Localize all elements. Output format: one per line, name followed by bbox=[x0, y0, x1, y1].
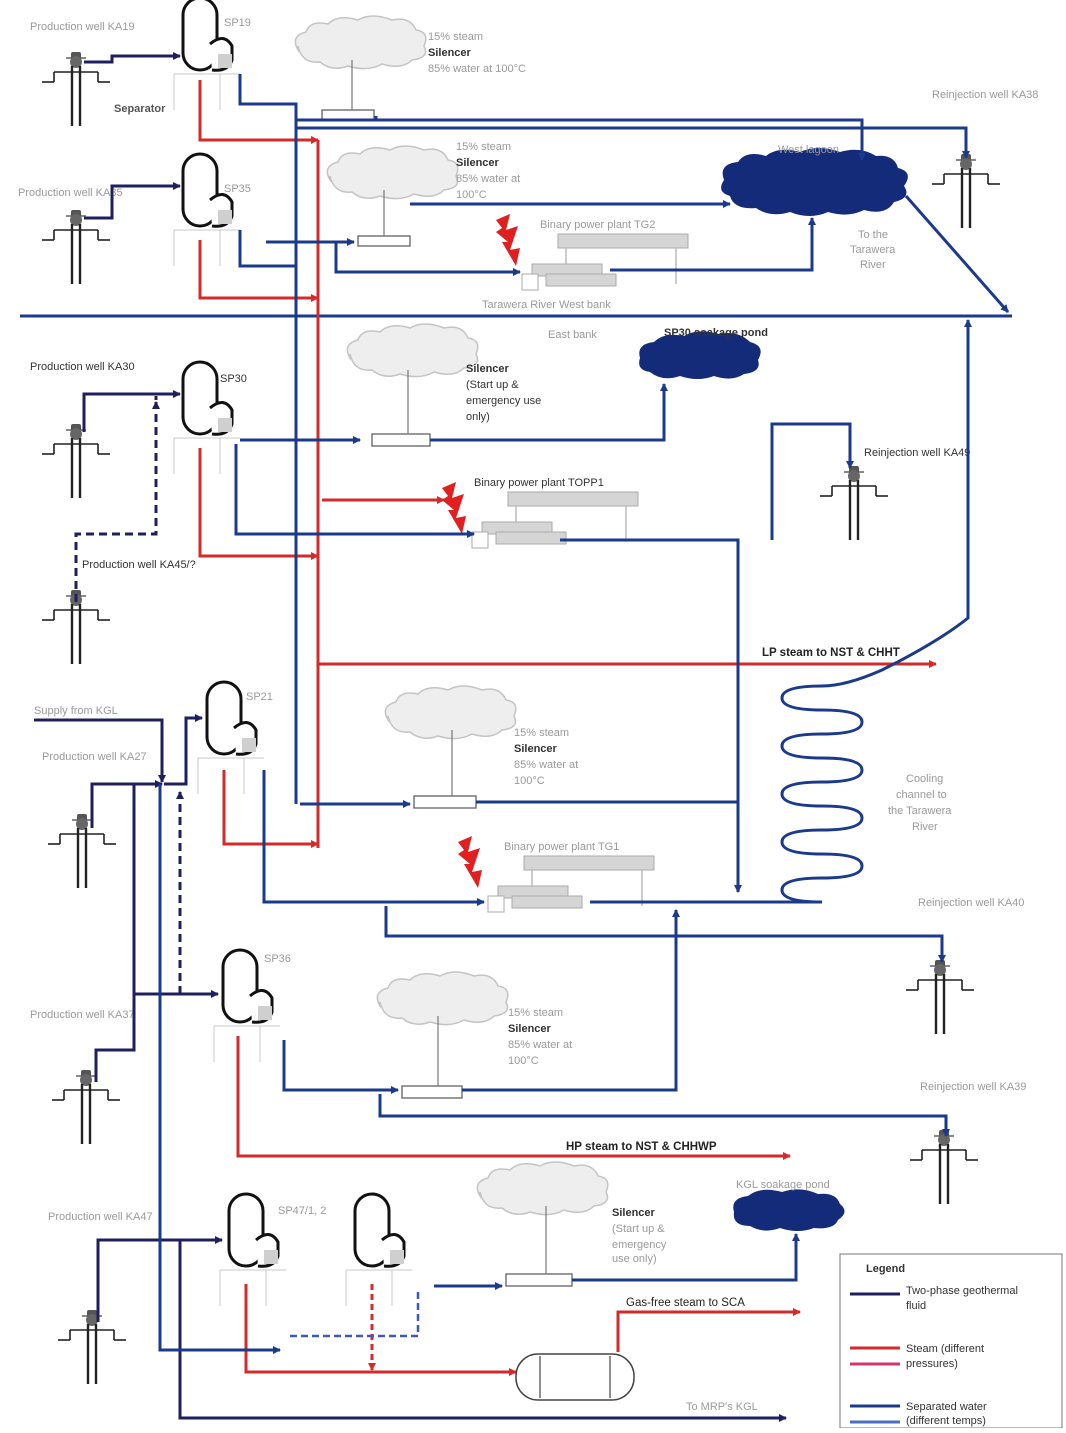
lp-steam-label: LP steam to NST & CHHT bbox=[762, 647, 900, 659]
well-ka47-label: Production well KA47 bbox=[48, 1211, 153, 1223]
sp47-dashed-return bbox=[290, 1288, 420, 1338]
silencer-drum-sp47 bbox=[505, 1273, 573, 1287]
gas-free-drum bbox=[515, 1353, 635, 1401]
sp21-label: SP21 bbox=[246, 691, 273, 703]
to-mrp-label: To MRP's KGL bbox=[686, 1401, 758, 1413]
well-ka39-label: Reinjection well KA39 bbox=[920, 1081, 1026, 1093]
well-ka49 bbox=[818, 464, 890, 542]
steam-cloud-sp47 bbox=[476, 1161, 609, 1216]
separator-label: Separator bbox=[114, 103, 166, 115]
silencer-drum-sp35 bbox=[357, 235, 411, 247]
steam-cloud-sp21 bbox=[384, 685, 517, 740]
gas-free-label: Gas-free steam to SCA bbox=[626, 1297, 745, 1309]
to-river-label: To the Tarawera River bbox=[850, 229, 898, 271]
well-ka27 bbox=[46, 812, 118, 890]
well-ka30 bbox=[40, 422, 112, 500]
steam-cloud-sp19 bbox=[294, 15, 427, 70]
steam-pipes bbox=[198, 80, 937, 1376]
silencer-drum-sp30 bbox=[371, 433, 431, 447]
silencer-text-sp21: 15% steam Silencer 85% water at 100°C bbox=[514, 727, 581, 787]
to-river-line-3: River bbox=[860, 259, 886, 271]
well-ka47 bbox=[56, 1308, 128, 1386]
silencer-text-sp30: Silencer (Start up & emergency use only) bbox=[466, 363, 544, 423]
well-ka37-label: Production well KA37 bbox=[30, 1009, 135, 1021]
silencer-text-sp36: 15% steam Silencer 85% water at 100°C bbox=[508, 1007, 575, 1067]
sp30-pond-label: SP30 soakage pond bbox=[664, 327, 768, 339]
separator-sp47-2 bbox=[344, 1192, 414, 1308]
cooling-label: Cooling channel to the Tarawera River bbox=[888, 773, 954, 833]
to-river-line-1: To the bbox=[858, 229, 888, 241]
steam-cloud-sp30 bbox=[346, 323, 479, 378]
west-lagoon bbox=[721, 148, 908, 216]
sp35-label: SP35 bbox=[224, 183, 251, 195]
legend-item-water: Separated water(different temps) bbox=[906, 1401, 987, 1427]
sp30-soakage-pond bbox=[639, 331, 761, 379]
silencer-text-sp19: 15% steam Silencer 85% water at 100°C bbox=[428, 31, 526, 75]
to-river-line-2: Tarawera bbox=[850, 244, 896, 256]
well-ka35 bbox=[40, 208, 112, 286]
silencer-text-sp47: Silencer (Start up & emergency use only) bbox=[612, 1207, 669, 1265]
topp1-label: Binary power plant TOPP1 bbox=[474, 477, 604, 489]
ka45-dashed-pipe bbox=[74, 401, 160, 602]
well-ka40 bbox=[904, 958, 976, 1036]
well-ka39 bbox=[908, 1128, 980, 1206]
well-ka37 bbox=[50, 1068, 122, 1146]
silencer-drum-sp36 bbox=[401, 1085, 463, 1099]
well-ka38 bbox=[930, 152, 1002, 230]
well-ka19-label: Production well KA19 bbox=[30, 21, 135, 33]
tg2-label: Binary power plant TG2 bbox=[540, 219, 655, 231]
kgl-pond-label: KGL soakage pond bbox=[736, 1179, 830, 1191]
lightning-icon-tg1 bbox=[458, 836, 482, 888]
well-ka40-label: Reinjection well KA40 bbox=[918, 897, 1024, 909]
kgl-soakage-pond bbox=[733, 1189, 845, 1231]
well-ka35-label: Production well KA35 bbox=[18, 187, 123, 199]
sp19-label: SP19 bbox=[224, 17, 251, 29]
separator-sp35 bbox=[172, 152, 242, 268]
well-ka27-label: Production well KA27 bbox=[42, 751, 147, 763]
lightning-icon-topp1 bbox=[442, 482, 466, 534]
separated-water-pipes bbox=[158, 74, 1010, 1354]
binary-plant-tg2 bbox=[521, 233, 689, 291]
tg1-label: Binary power plant TG1 bbox=[504, 841, 619, 853]
silencer-drum-sp21 bbox=[413, 795, 477, 809]
legend-title: Legend bbox=[866, 1263, 905, 1275]
west-bank-label: Tarawera River West bank bbox=[482, 299, 611, 311]
binary-plant-tg1 bbox=[487, 855, 655, 913]
sp47-label: SP47/1, 2 bbox=[278, 1205, 326, 1217]
east-bank-label: East bank bbox=[548, 329, 597, 341]
sp30-label: SP30 bbox=[220, 373, 247, 385]
supply-kgl-label: Supply from KGL bbox=[34, 705, 118, 717]
sp36-label: SP36 bbox=[264, 953, 291, 965]
steam-cloud-sp36 bbox=[376, 971, 509, 1026]
separator-sp36 bbox=[212, 948, 282, 1064]
well-ka30-label: Production well KA30 bbox=[30, 361, 135, 373]
silencer-text-sp35: 15% steam Silencer 85% water at 100°C bbox=[456, 141, 523, 201]
hp-steam-label: HP steam to NST & CHHWP bbox=[566, 1141, 717, 1153]
two-phase-pipes bbox=[34, 52, 787, 1422]
well-ka45-label: Production well KA45/? bbox=[82, 559, 196, 571]
well-ka38-label: Reinjection well KA38 bbox=[932, 89, 1038, 101]
separator-sp47-1 bbox=[218, 1192, 288, 1308]
steam-cloud-sp35 bbox=[326, 145, 459, 200]
well-ka49-label: Reinjection well KA49 bbox=[864, 447, 970, 459]
west-lagoon-label: West lagoon bbox=[778, 144, 839, 156]
lightning-icon-tg2 bbox=[496, 214, 520, 266]
